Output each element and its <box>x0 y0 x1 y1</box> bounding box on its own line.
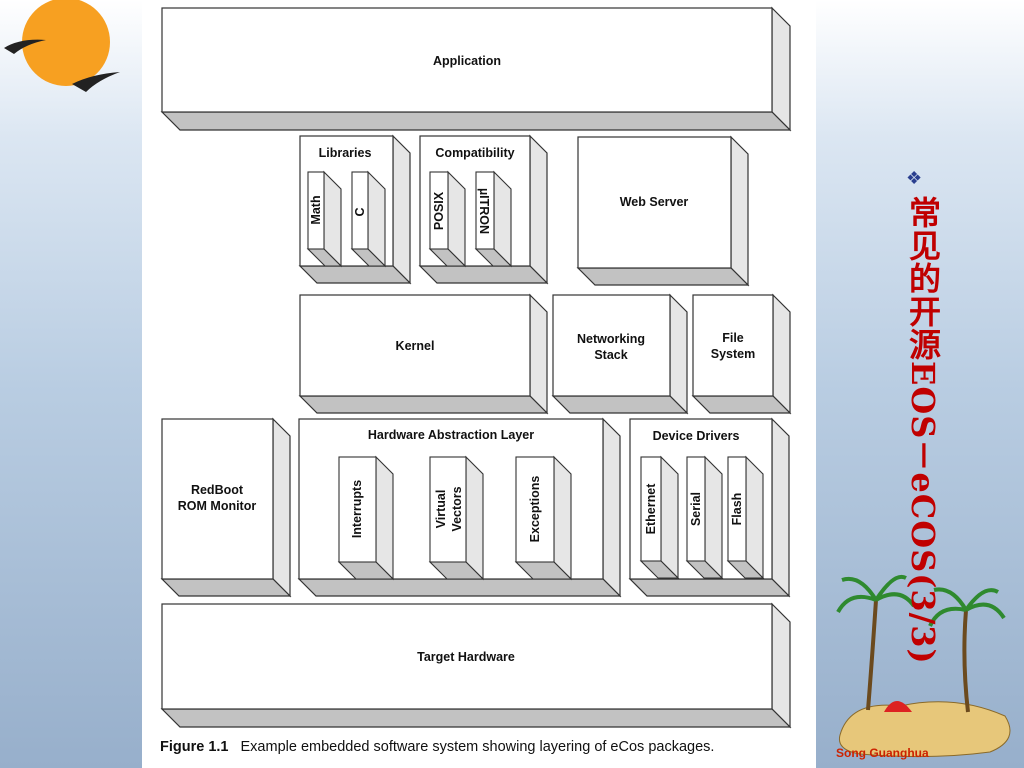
exceptions-label: Exceptions <box>528 476 542 543</box>
device-drivers-label: Device Drivers <box>653 429 740 443</box>
device-drivers-block: Device Drivers Ethernet Serial Flash <box>628 417 791 598</box>
ethernet-label: Ethernet <box>644 483 658 535</box>
compatibility-block: Compatibility POSIX µITRON <box>418 134 549 285</box>
kernel-block: Kernel <box>298 293 549 415</box>
c-label: C <box>353 207 367 216</box>
slide-title: 常见的开源EOS－eCOS(3/3) <box>904 196 942 665</box>
file-system-label-line2: System <box>711 347 755 361</box>
math-label: Math <box>309 195 323 224</box>
libraries-label: Libraries <box>319 146 372 160</box>
hal-label: Hardware Abstraction Layer <box>368 428 534 442</box>
target-hardware-block: Target Hardware <box>160 602 792 729</box>
figure-caption-text: Example embedded software system showing… <box>240 739 715 755</box>
author-name: Song Guanghua <box>836 746 929 760</box>
interrupts-label: Interrupts <box>350 480 364 538</box>
palm-island-icon <box>836 575 1011 758</box>
libraries-block: Libraries Math C <box>298 134 412 285</box>
compatibility-label: Compatibility <box>435 146 514 160</box>
web-server-label: Web Server <box>620 195 689 209</box>
figure-number: Figure 1.1 <box>160 739 229 755</box>
networking-label-line1: Networking <box>577 332 645 346</box>
uitron-label: µITRON <box>477 188 491 234</box>
sun-logo-icon <box>4 0 120 92</box>
redboot-label-line2: ROM Monitor <box>178 499 257 513</box>
application-block: Application <box>160 6 792 132</box>
redboot-label-line1: RedBoot <box>191 483 244 497</box>
file-system-label-line1: File <box>722 331 744 345</box>
sun-icon <box>22 0 110 86</box>
flash-label: Flash <box>730 493 744 526</box>
redboot-block: RedBoot ROM Monitor <box>160 417 292 598</box>
file-system-block: File System <box>691 293 792 415</box>
serial-label: Serial <box>689 492 703 526</box>
bullet-icon: ❖ <box>906 168 923 188</box>
web-server-block: Web Server <box>576 135 750 287</box>
application-label: Application <box>433 54 501 68</box>
bird-icon <box>72 72 120 92</box>
umbrella-icon <box>884 701 912 712</box>
hal-block: Hardware Abstraction Layer Interrupts Vi… <box>297 417 622 598</box>
target-hardware-label: Target Hardware <box>417 650 515 664</box>
figure-caption: Figure 1.1 Example embedded software syst… <box>160 739 714 755</box>
virtual-vectors-label-line1: Virtual <box>434 490 448 529</box>
posix-label: POSIX <box>432 191 446 230</box>
networking-stack-block: Networking Stack <box>551 293 689 415</box>
kernel-label: Kernel <box>396 339 435 353</box>
bird-icon <box>4 39 46 54</box>
networking-label-line2: Stack <box>594 348 627 362</box>
virtual-vectors-label-line2: Vectors <box>450 486 464 531</box>
